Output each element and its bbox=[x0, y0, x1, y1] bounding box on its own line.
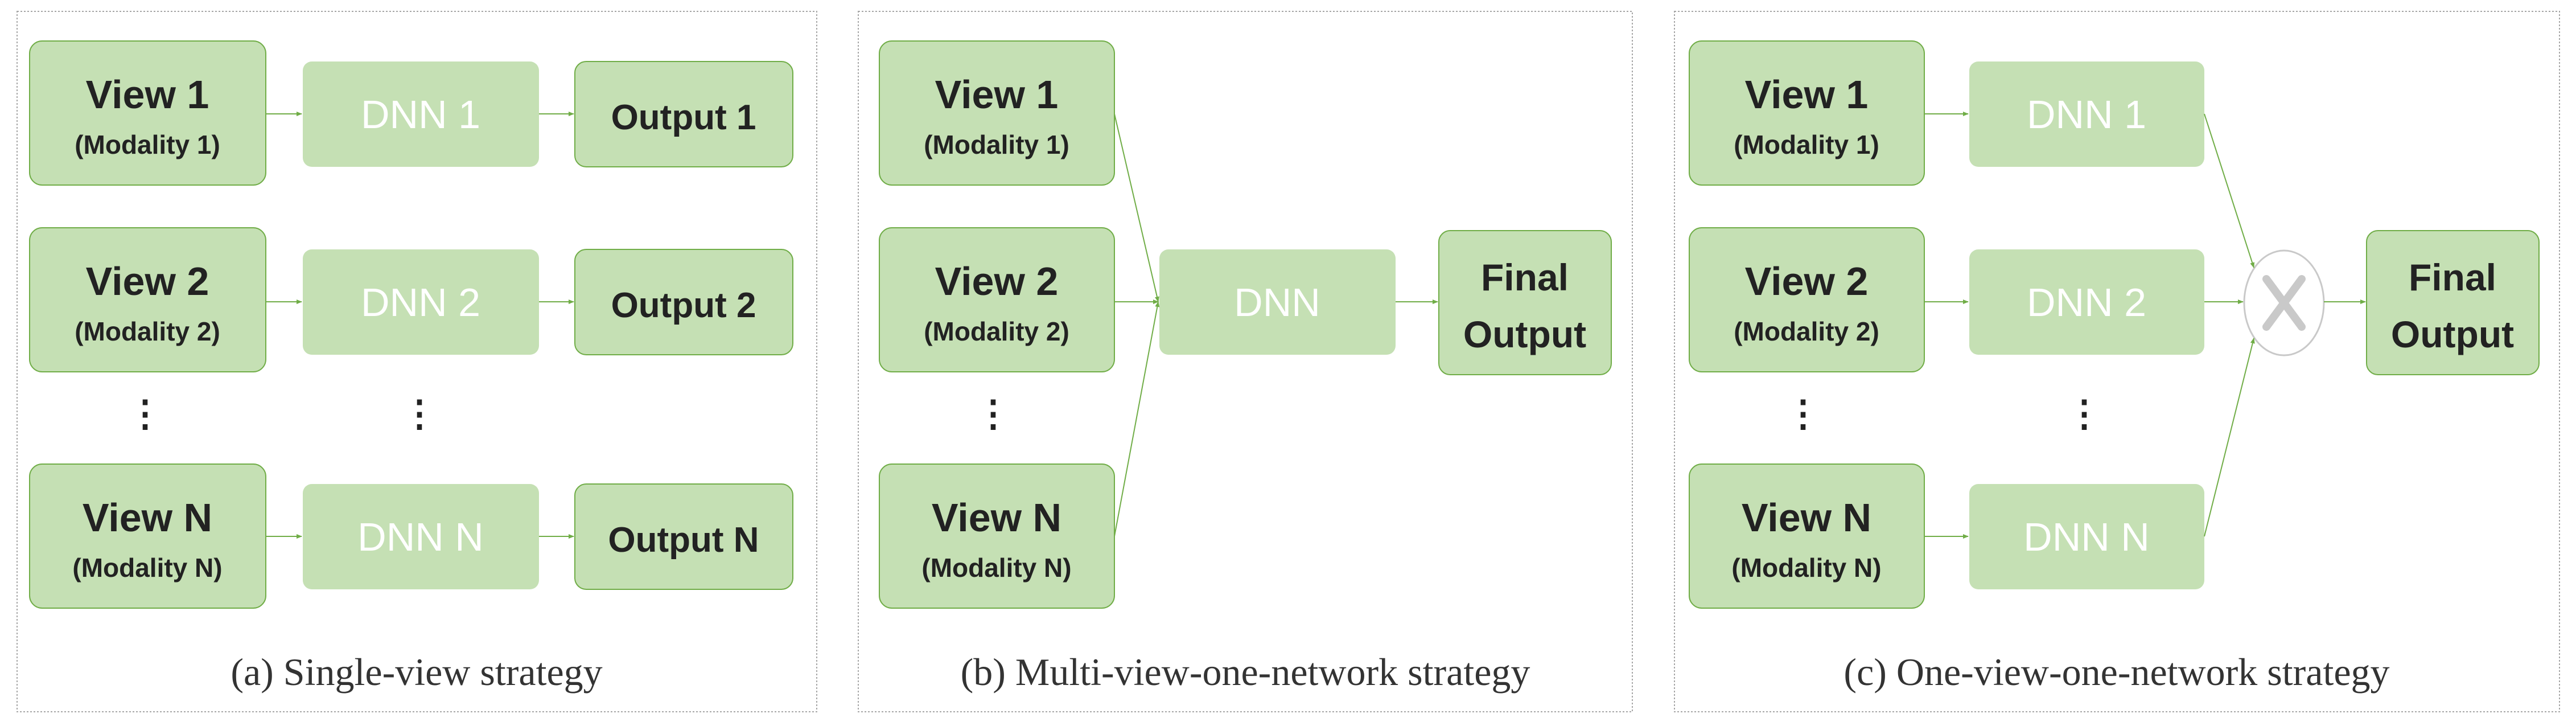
final-output-line-1: Final bbox=[2409, 256, 2496, 298]
output-label: Output 1 bbox=[611, 98, 756, 137]
fusion-operator-icon bbox=[2243, 249, 2325, 356]
dnn-box-n: DNN N bbox=[303, 484, 539, 589]
final-output-box: Final Output bbox=[2366, 230, 2540, 375]
dnn-label: DNN N bbox=[2023, 515, 2150, 559]
final-output-line-1: Final bbox=[1481, 256, 1569, 298]
final-output-line-2: Output bbox=[1463, 313, 1586, 355]
output-box-2: Output 2 bbox=[574, 249, 793, 355]
dnn-box-1: DNN 1 bbox=[303, 61, 539, 167]
view-title: View 1 bbox=[935, 72, 1059, 117]
output-label: Output 2 bbox=[611, 286, 756, 325]
arrow bbox=[1114, 301, 1160, 537]
ellipsis-dots: ⋮ bbox=[127, 393, 163, 434]
output-box-n: Output N bbox=[574, 483, 793, 590]
arrow bbox=[2204, 113, 2255, 268]
dnn-label: DNN N bbox=[357, 515, 484, 559]
view-title: View 1 bbox=[1745, 72, 1869, 117]
ellipsis-dots: ⋮ bbox=[401, 393, 438, 434]
dnn-box-2: DNN 2 bbox=[1969, 249, 2204, 355]
view-box-n: View N (Modality N) bbox=[29, 464, 266, 609]
view-box-2: View 2 (Modality 2) bbox=[29, 227, 266, 372]
dnn-label: DNN 1 bbox=[361, 92, 480, 137]
view-subtitle: (Modality 2) bbox=[1734, 317, 1879, 346]
view-subtitle: (Modality 2) bbox=[75, 317, 220, 346]
ellipsis-dots: ⋮ bbox=[2066, 393, 2102, 434]
view-subtitle: (Modality N) bbox=[72, 553, 222, 583]
panel-multi-view-one-network: View 1 (Modality 1) View 2 (Modality 2) … bbox=[858, 11, 1633, 712]
view-subtitle: (Modality 1) bbox=[1734, 130, 1879, 159]
panel-single-view: View 1 (Modality 1) View 2 (Modality 2) … bbox=[17, 11, 817, 712]
view-title: View N bbox=[1742, 495, 1871, 540]
dnn-box-2: DNN 2 bbox=[303, 249, 539, 355]
view-title: View 2 bbox=[86, 259, 209, 303]
panel-border bbox=[858, 11, 1633, 712]
view-box-1: View 1 (Modality 1) bbox=[879, 40, 1115, 186]
view-subtitle: (Modality N) bbox=[921, 553, 1071, 583]
panel-border bbox=[17, 11, 817, 712]
view-box-n: View N (Modality N) bbox=[879, 464, 1115, 609]
view-box-n: View N (Modality N) bbox=[1689, 464, 1925, 609]
view-title: View N bbox=[83, 495, 212, 540]
arrow bbox=[1114, 113, 1159, 302]
ellipsis-dots: ⋮ bbox=[1785, 393, 1821, 434]
dnn-label: DNN 1 bbox=[2027, 92, 2146, 137]
view-subtitle: (Modality N) bbox=[1731, 553, 1881, 583]
view-title: View N bbox=[932, 495, 1061, 540]
view-box-2: View 2 (Modality 2) bbox=[879, 227, 1115, 372]
view-title: View 2 bbox=[1745, 259, 1869, 303]
dnn-label: DNN 2 bbox=[361, 280, 480, 325]
panel-caption: (c) One-view-one-network strategy bbox=[1843, 650, 2389, 694]
final-output-box: Final Output bbox=[1438, 230, 1612, 375]
panel-one-view-one-network: View 1 (Modality 1) View 2 (Modality 2) … bbox=[1674, 11, 2560, 712]
dnn-box-1: DNN 1 bbox=[1969, 61, 2204, 167]
view-subtitle: (Modality 1) bbox=[75, 130, 220, 159]
ellipsis-dots: ⋮ bbox=[975, 393, 1011, 434]
view-subtitle: (Modality 1) bbox=[924, 130, 1069, 159]
output-box-1: Output 1 bbox=[574, 61, 793, 167]
dnn-box-n: DNN N bbox=[1969, 484, 2204, 589]
dnn-box: DNN bbox=[1159, 249, 1396, 355]
final-output-line-2: Output bbox=[2391, 313, 2514, 355]
panel-caption: (a) Single-view strategy bbox=[231, 650, 602, 694]
view-title: View 1 bbox=[86, 72, 209, 117]
dnn-label: DNN 2 bbox=[2027, 280, 2146, 325]
panel-caption: (b) Multi-view-one-network strategy bbox=[961, 650, 1530, 694]
output-label: Output N bbox=[608, 520, 759, 560]
view-box-1: View 1 (Modality 1) bbox=[1689, 40, 1925, 186]
view-box-2: View 2 (Modality 2) bbox=[1689, 227, 1925, 372]
view-title: View 2 bbox=[935, 259, 1059, 303]
view-box-1: View 1 (Modality 1) bbox=[29, 40, 266, 186]
dnn-label: DNN bbox=[1234, 280, 1320, 325]
arrow bbox=[2204, 338, 2255, 537]
view-subtitle: (Modality 2) bbox=[924, 317, 1069, 346]
